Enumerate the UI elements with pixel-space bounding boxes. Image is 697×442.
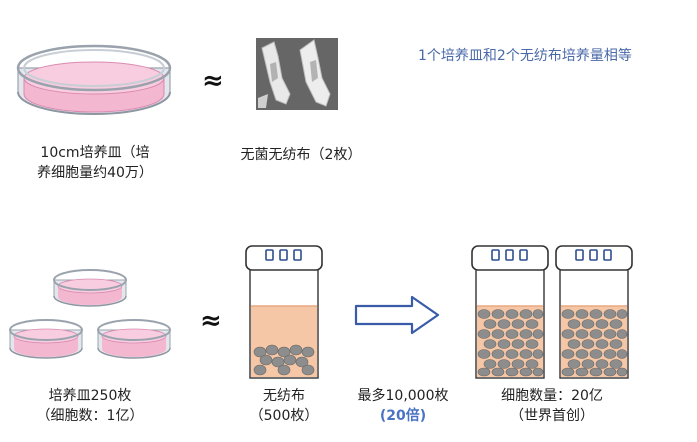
arrow-caption: 最多10,000枚 (20倍) xyxy=(338,386,468,426)
culture-bottle-full-left-icon xyxy=(471,245,549,379)
fabric-caption: 无菌无纺布（2枚） xyxy=(240,147,362,163)
bottle-caption: 无纺布 （500枚） xyxy=(224,386,344,426)
bottle-caption-line1: 无纺布 xyxy=(263,388,305,404)
approx-symbol-top: ≈ xyxy=(202,66,224,96)
arrow-caption-line2: (20倍) xyxy=(379,408,427,424)
result-caption: 细胞数量：20亿 （世界首创） xyxy=(472,386,632,426)
nonwoven-fabric-image xyxy=(256,38,338,110)
petri-dish-small-left xyxy=(9,319,83,359)
approx-symbol-bottom: ≈ xyxy=(200,306,222,336)
result-caption-line1: 细胞数量：20亿 xyxy=(501,388,603,404)
scale-up-arrow-icon xyxy=(354,295,440,335)
dishes-caption-line2: （细胞数：1亿） xyxy=(36,408,144,424)
petri-dish-large-icon xyxy=(16,44,172,115)
petri-dish-small-top xyxy=(53,269,127,307)
petri-dish-small-right xyxy=(97,319,171,359)
dish-caption-line2: 养细胞量约40万） xyxy=(37,165,153,181)
dishes-caption-line1: 培养皿250枚 xyxy=(48,388,132,404)
dish-caption: 10cm培养皿（培 养细胞量约40万） xyxy=(10,143,180,183)
culture-bottle-full-right-icon xyxy=(555,245,633,379)
culture-bottle-icon xyxy=(245,245,323,379)
equivalence-note: 1个培养皿和2个无纺布培养量相等 xyxy=(418,48,632,64)
result-caption-line2: （世界首创） xyxy=(510,408,594,424)
dish-caption-line1: 10cm培养皿（培 xyxy=(40,145,150,161)
dishes-caption: 培养皿250枚 （细胞数：1亿） xyxy=(10,386,170,426)
arrow-caption-line1: 最多10,000枚 xyxy=(357,388,449,404)
bottle-caption-line2: （500枚） xyxy=(249,408,319,424)
petri-dish-stack-icon xyxy=(9,269,171,359)
